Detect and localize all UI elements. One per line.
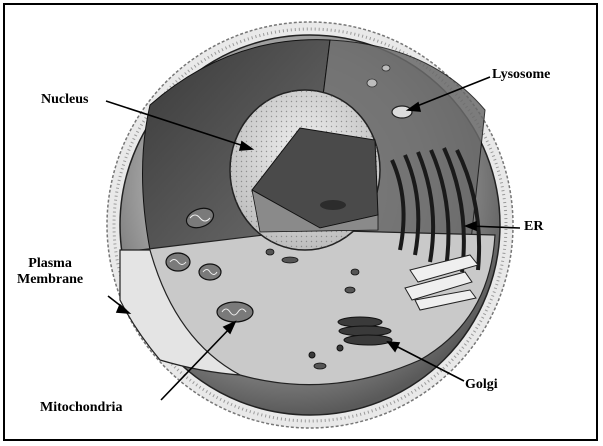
label-plasma-membrane: Plasma Membrane	[17, 256, 83, 288]
label-er: ER	[524, 219, 543, 235]
label-plasma-line2: Membrane	[17, 272, 83, 288]
label-mitochondria: Mitochondria	[40, 400, 122, 416]
label-lysosome: Lysosome	[492, 67, 550, 83]
label-nucleus: Nucleus	[41, 92, 88, 108]
label-plasma-line1: Plasma	[17, 256, 83, 272]
label-golgi: Golgi	[465, 377, 498, 393]
